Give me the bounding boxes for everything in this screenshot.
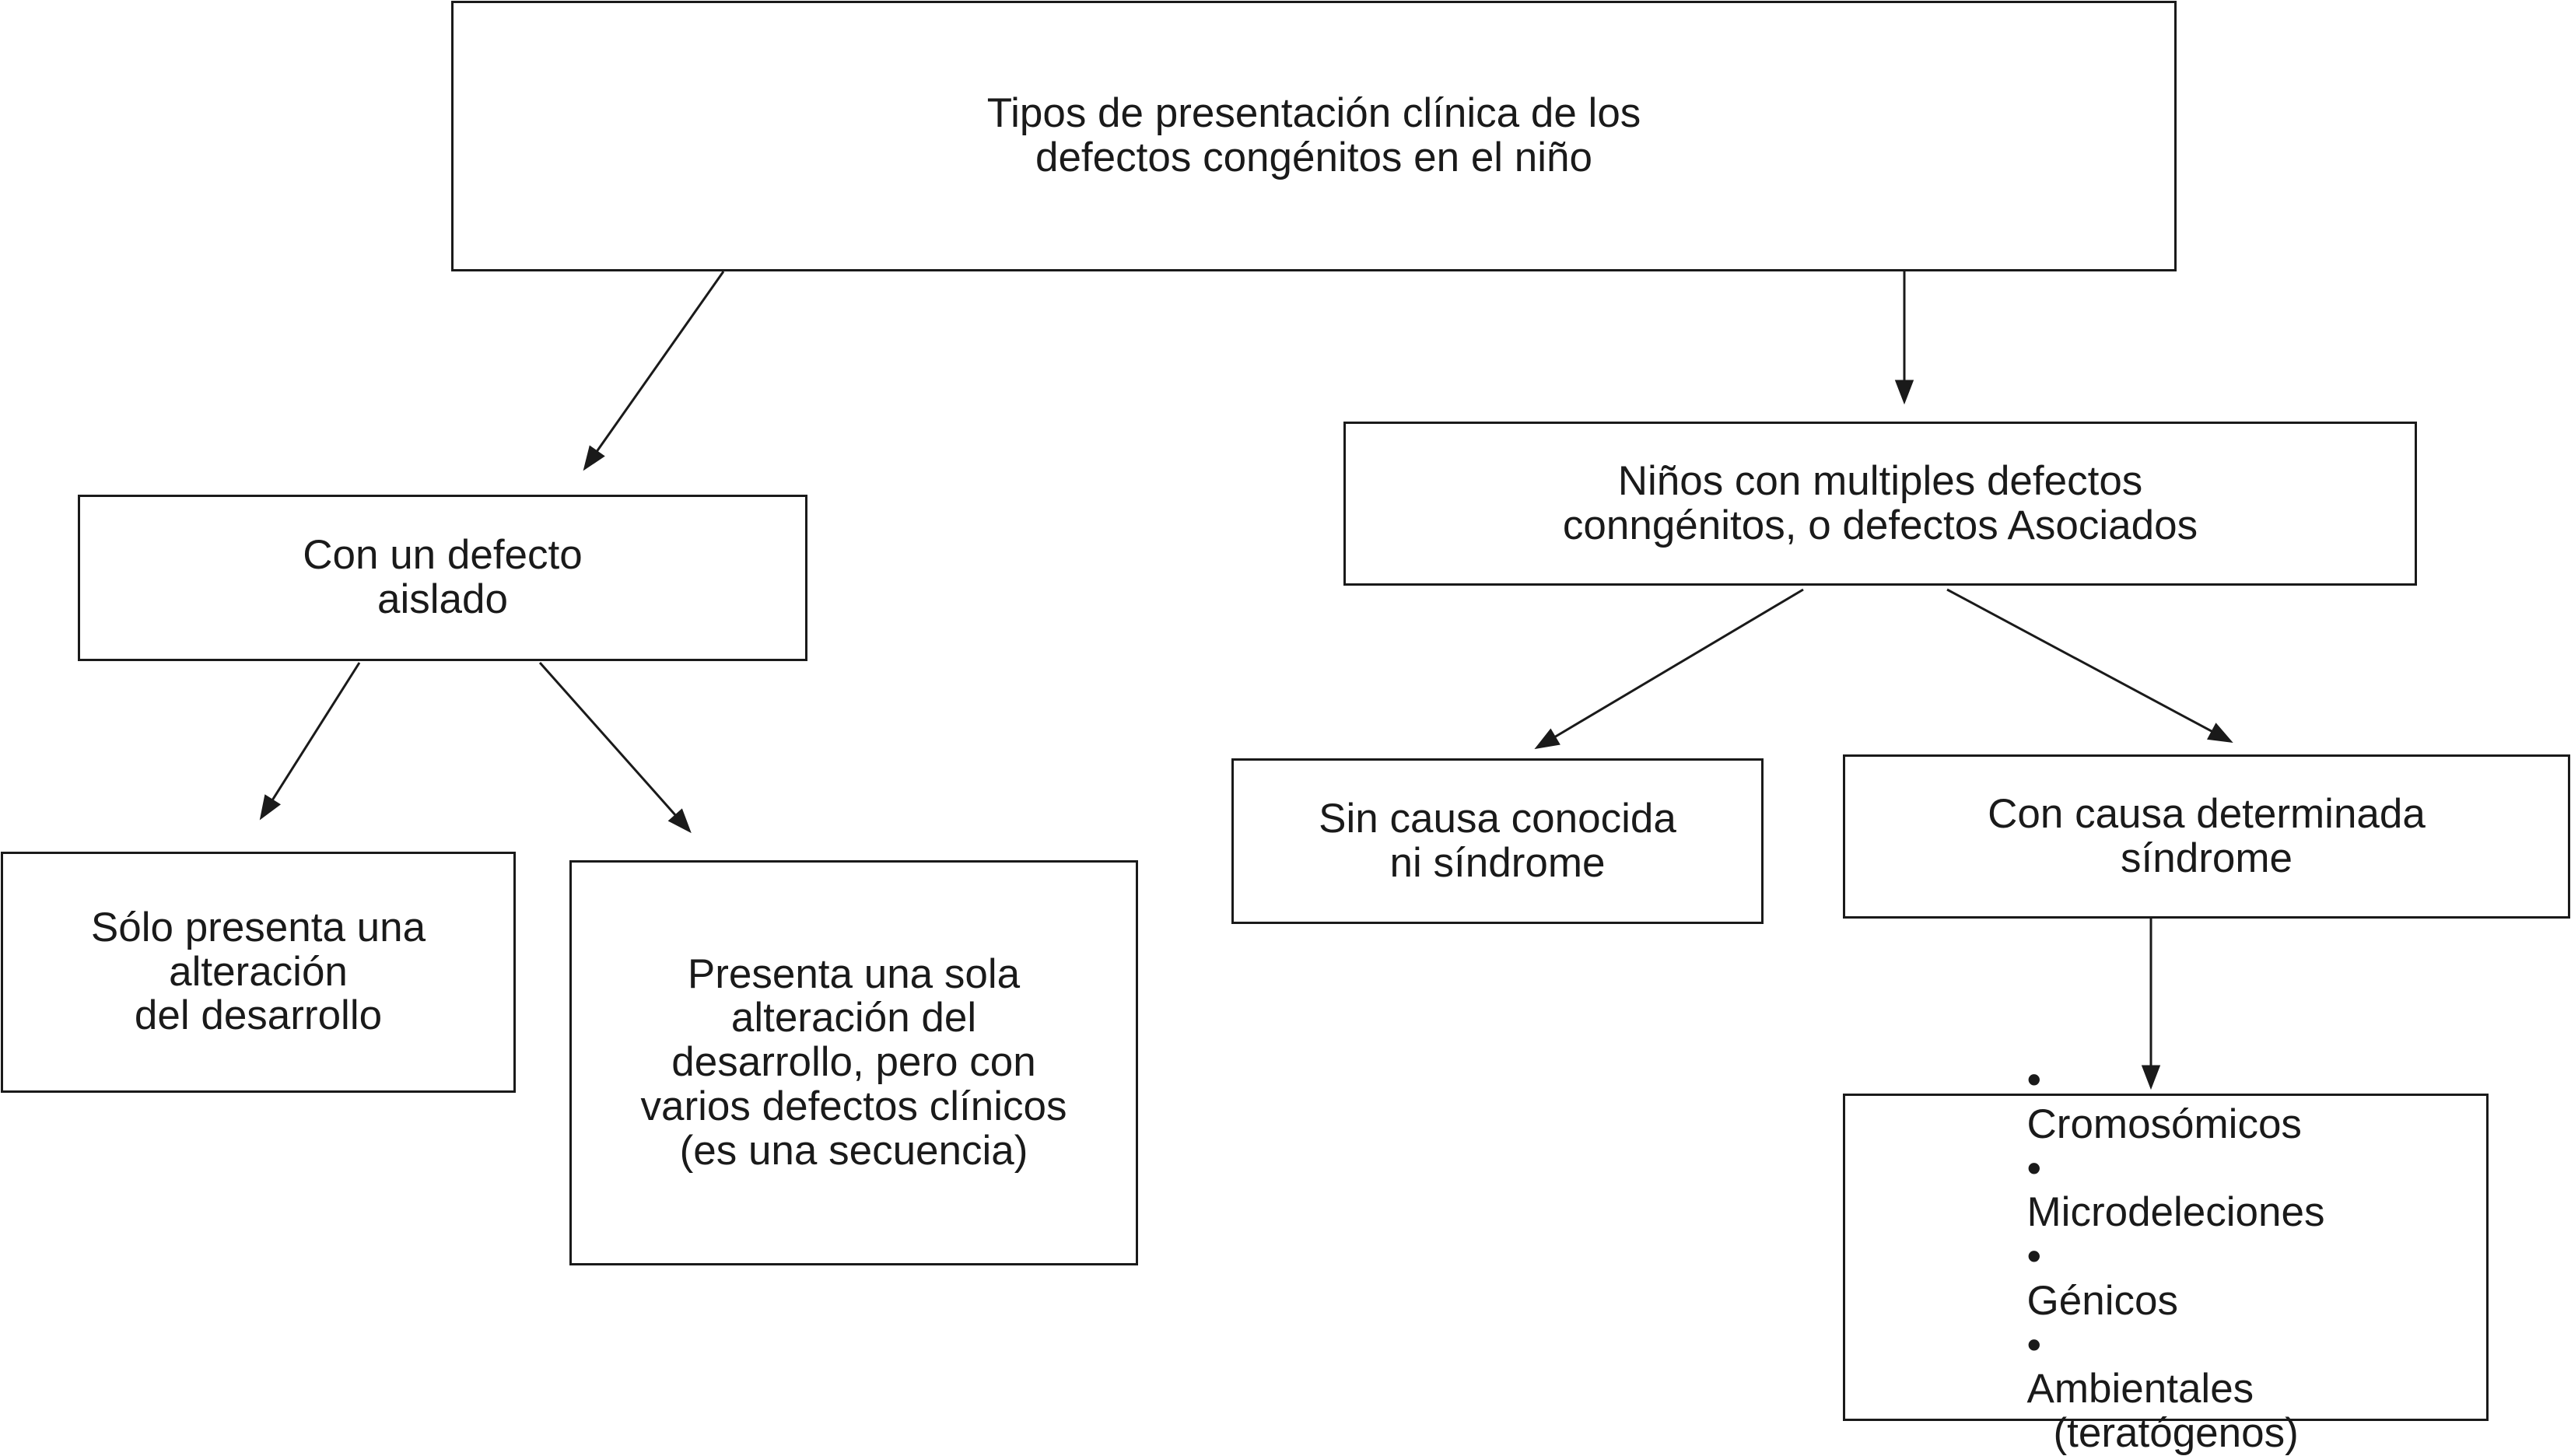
arrow-multiple-to-determined bbox=[1946, 588, 2233, 743]
multiple-defects-box: Niños con multiples defectos conngénitos… bbox=[1343, 422, 2417, 586]
connector-line bbox=[1946, 588, 2213, 733]
arrow-determined-to-causes bbox=[2141, 919, 2161, 1090]
arrow-root-to-isolated bbox=[583, 271, 725, 471]
cause-label: Cromosómicos bbox=[2026, 1101, 2302, 1148]
arrowhead-icon bbox=[583, 445, 605, 471]
bullet-icon: • bbox=[2026, 1145, 2042, 1192]
connector-line bbox=[271, 662, 361, 801]
sequence-line-3: desarrollo, pero con bbox=[671, 1039, 1036, 1086]
connectors-layer bbox=[259, 271, 2233, 1090]
unknown-cause-line-2: ni síndrome bbox=[1389, 839, 1606, 886]
cause-label: Ambientales bbox=[2026, 1366, 2254, 1412]
cause-label: Microdeleciones bbox=[2026, 1189, 2325, 1236]
unknown-cause-line-1: Sin causa conocida bbox=[1319, 795, 1676, 842]
sequence-line-1: Presenta una sola bbox=[687, 950, 1021, 997]
isolated-line-1: Con un defecto bbox=[303, 532, 583, 579]
cause-item-genic: •Génicos bbox=[2026, 1234, 2325, 1324]
determined-cause-line-1: Con causa determinada bbox=[1988, 790, 2426, 837]
arrow-multiple-to-unknown bbox=[1534, 588, 1804, 750]
isolated-line-2: aislado bbox=[377, 576, 508, 622]
determined-cause-line-2: síndrome bbox=[2121, 835, 2293, 881]
single-alteration-line-1: Sólo presenta una bbox=[90, 904, 426, 950]
sequence-line-5: (es una secuencia) bbox=[679, 1127, 1028, 1174]
bullet-icon: • bbox=[2026, 1057, 2042, 1104]
cause-item-environmental-note: (teratógenos) bbox=[2053, 1409, 2299, 1456]
arrowhead-icon bbox=[1894, 380, 1914, 405]
root-line-1: Tipos de presentación clínica de los bbox=[986, 90, 1641, 137]
cause-item-environmental: •Ambientales bbox=[2026, 1321, 2325, 1412]
unknown-cause-box: Sin causa conocida ni síndrome bbox=[1231, 758, 1764, 924]
cause-label: Génicos bbox=[2026, 1277, 2178, 1324]
causes-list-box: •Cromosómicos •Microdeleciones •Génicos … bbox=[1843, 1059, 2489, 1455]
bullet-icon: • bbox=[2026, 1234, 2042, 1280]
isolated-defect-box: Con un defecto aislado bbox=[78, 495, 807, 661]
determined-cause-box: Con causa determinada síndrome bbox=[1843, 754, 2570, 919]
root-concept-box: Tipos de presentación clínica de los def… bbox=[451, 1, 2177, 271]
connector-line bbox=[1553, 588, 1804, 739]
arrow-isolated-to-single bbox=[259, 662, 361, 821]
arrowhead-icon bbox=[2141, 1065, 2161, 1090]
connector-line bbox=[595, 271, 725, 453]
single-alteration-box: Sólo presenta una alteración del desarro… bbox=[1, 852, 516, 1093]
arrowhead-icon bbox=[1534, 728, 1560, 750]
arrowhead-icon bbox=[2207, 723, 2233, 743]
connector-line bbox=[538, 662, 677, 817]
arrowhead-icon bbox=[259, 794, 282, 821]
arrowhead-icon bbox=[667, 808, 692, 834]
causes-list: •Cromosómicos •Microdeleciones •Génicos … bbox=[2027, 1059, 2325, 1455]
cause-item-chromosomal: •Cromosómicos bbox=[2027, 1059, 2325, 1146]
multiple-line-1: Niños con multiples defectos bbox=[1617, 457, 2143, 504]
root-line-2: defectos congénitos en el niño bbox=[1035, 135, 1593, 180]
bullet-icon: • bbox=[2026, 1321, 2042, 1368]
arrow-isolated-to-sequence bbox=[538, 662, 692, 834]
sequence-box: Presenta una sola alteración del desarro… bbox=[569, 860, 1138, 1265]
sequence-line-2: alteración del bbox=[730, 995, 977, 1041]
cause-item-microdeletions: •Microdeleciones bbox=[2026, 1145, 2325, 1236]
single-alteration-line-2: alteración bbox=[169, 948, 348, 995]
arrow-root-to-multiple bbox=[1894, 271, 1914, 405]
sequence-line-4: varios defectos clínicos bbox=[640, 1083, 1067, 1129]
single-alteration-line-3: del desarrollo bbox=[134, 992, 383, 1039]
multiple-line-2: conngénitos, o defectos Asociados bbox=[1562, 502, 2198, 548]
